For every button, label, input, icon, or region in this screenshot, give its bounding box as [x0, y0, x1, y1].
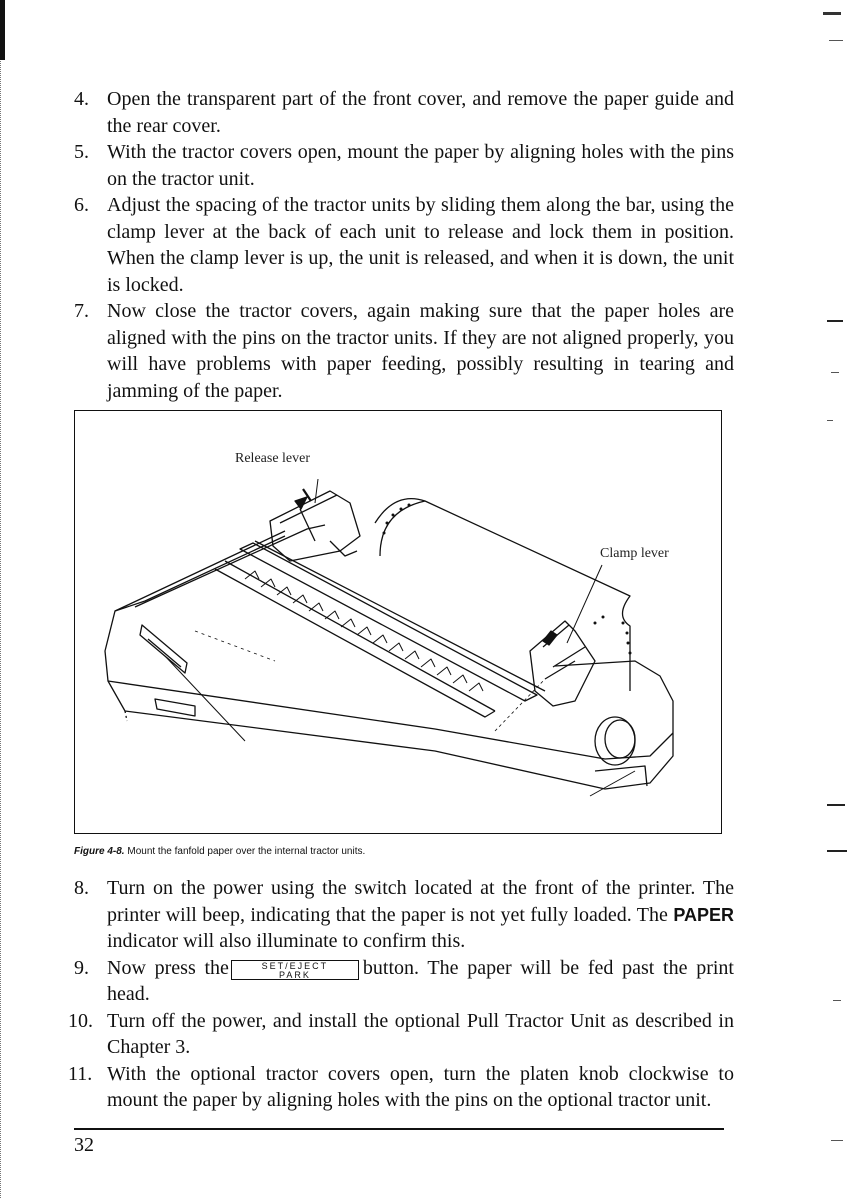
step-number: 5.	[74, 141, 89, 163]
caption-label: Figure 4-8.	[74, 846, 125, 857]
step-text: Open the transparent part of the front c…	[107, 88, 734, 137]
step-text: Now close the tractor covers, again maki…	[107, 300, 734, 402]
callout-clamp-lever: Clamp lever	[600, 546, 669, 561]
step-number: 10.	[68, 1009, 93, 1032]
step-text: With the tractor covers open, mount the …	[107, 141, 734, 190]
steps-top-list: 4. Open the transparent part of the fron…	[74, 86, 734, 404]
list-item: 10. Turn off the power, and install the …	[68, 1008, 734, 1061]
list-item: 5. With the tractor covers open, mount t…	[74, 139, 734, 192]
key-label-bottom: PARK	[278, 969, 311, 980]
step-text: button. The paper will be fed past the p…	[107, 956, 734, 1006]
step-number: 4.	[74, 88, 89, 110]
step-text: Turn off the power, and install the opti…	[107, 1009, 734, 1059]
callout-release-lever: Release lever	[235, 451, 311, 466]
paper-indicator-label: PAPER	[673, 904, 734, 925]
binding-edge	[0, 0, 7, 1198]
step-text: With the optional tractor covers open, t…	[107, 1062, 734, 1112]
figure-caption: Figure 4-8. Mount the fanfold paper over…	[74, 846, 365, 857]
footer-rule	[74, 1128, 724, 1130]
list-item: 7. Now close the tractor covers, again m…	[74, 298, 734, 404]
step-text: Now press the	[107, 956, 229, 979]
step-number: 6.	[74, 194, 89, 216]
step-text: indicator will also illuminate to confir…	[107, 930, 466, 952]
key-label-top: SET/EJECT	[261, 960, 329, 971]
step-number: 7.	[74, 300, 89, 322]
list-item: 11. With the optional tractor covers ope…	[68, 1061, 734, 1114]
page-edge-marks	[809, 0, 849, 1198]
steps-bottom-list: 8. Turn on the power using the switch lo…	[68, 875, 734, 1114]
page-number: 32	[74, 1134, 94, 1156]
list-item: 6. Adjust the spacing of the tractor uni…	[74, 192, 734, 298]
step-text: Adjust the spacing of the tractor units …	[107, 194, 734, 296]
list-item: 4. Open the transparent part of the fron…	[74, 86, 734, 139]
binding-mark	[0, 0, 5, 60]
step-number: 9.	[74, 956, 89, 979]
step-text: Turn on the power using the switch locat…	[107, 877, 734, 926]
figure-printer-tractor: Release lever Clamp lever	[74, 410, 722, 834]
caption-text: Mount the fanfold paper over the interna…	[127, 846, 366, 857]
step-number: 8.	[74, 877, 89, 899]
list-item: 8. Turn on the power using the switch lo…	[74, 875, 734, 955]
printer-illustration	[104, 478, 674, 797]
step-number: 11.	[68, 1062, 93, 1085]
